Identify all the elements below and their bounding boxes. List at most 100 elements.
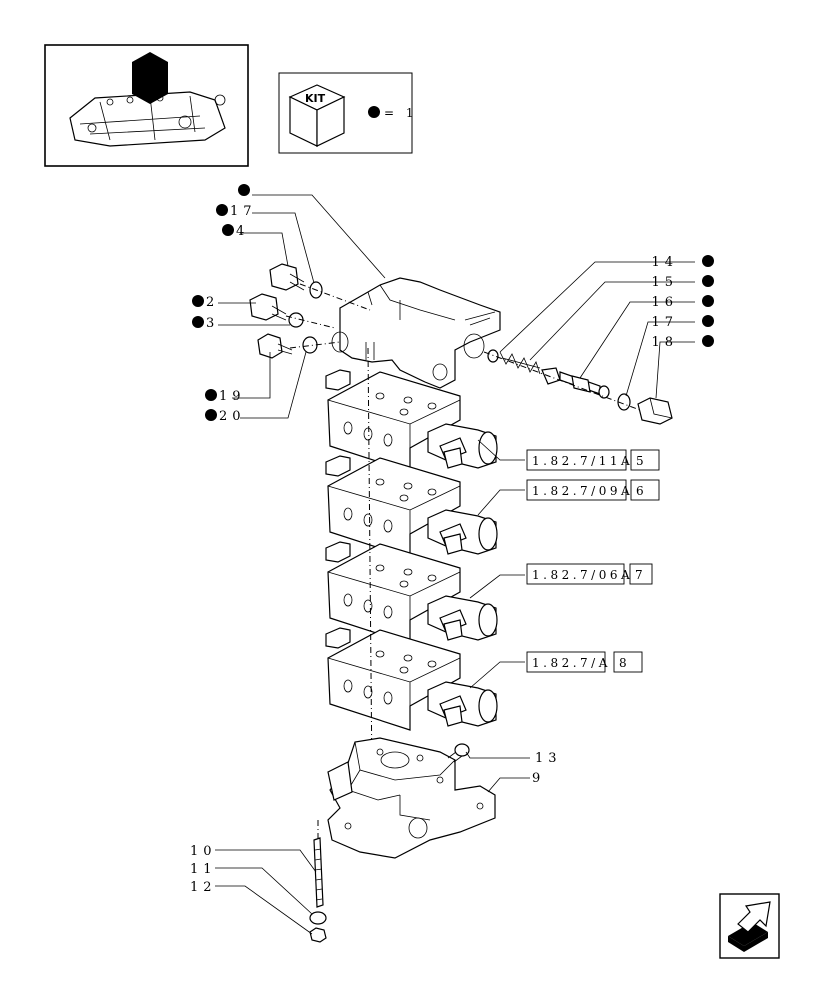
callout-17b: 17 bbox=[651, 315, 678, 330]
callout-2: 2 bbox=[206, 295, 219, 310]
valve-section-detail bbox=[403, 654, 413, 662]
valve-section-detail bbox=[427, 488, 437, 496]
valve-section-detail bbox=[375, 478, 385, 486]
ref-num: 8 bbox=[619, 656, 630, 670]
piston-16 bbox=[541, 367, 610, 399]
kit-bullet-icon bbox=[192, 295, 204, 307]
kit-cube-icon bbox=[288, 84, 346, 147]
end-cover-9 bbox=[327, 737, 496, 859]
washer-20 bbox=[302, 336, 318, 354]
valve-section-detail bbox=[363, 599, 373, 613]
tie-rod-10 bbox=[313, 837, 324, 908]
kit-bullet-icon bbox=[702, 315, 714, 327]
valve-section-detail bbox=[478, 517, 498, 551]
callout-16: 16 bbox=[651, 295, 678, 310]
valve-section-7 bbox=[325, 541, 498, 645]
valve-section-detail bbox=[325, 541, 351, 563]
kit-legend-text: = 1 bbox=[384, 106, 418, 120]
nut-12 bbox=[309, 927, 327, 943]
callout-3: 3 bbox=[206, 316, 219, 331]
plug-18 bbox=[637, 397, 673, 425]
valve-section-detail bbox=[403, 568, 413, 576]
washer-11 bbox=[309, 911, 327, 925]
ref-code: 1.82.7/A bbox=[532, 656, 611, 670]
valve-section-detail bbox=[327, 485, 461, 534]
valve-section-5 bbox=[325, 369, 498, 473]
valve-section-detail bbox=[427, 574, 437, 582]
valve-section-detail bbox=[403, 482, 413, 490]
valve-section-detail bbox=[383, 519, 393, 533]
ref-num: 5 bbox=[636, 454, 647, 468]
kit-bullet-icon bbox=[238, 184, 250, 196]
kit-bullet-icon bbox=[702, 295, 714, 307]
kit-bullet-icon bbox=[205, 409, 217, 421]
kit-bullet-icon bbox=[216, 204, 228, 216]
valve-section-detail bbox=[383, 433, 393, 447]
callout-4: 4 bbox=[236, 224, 249, 239]
callout-18: 18 bbox=[651, 335, 678, 350]
plug-screw-2 bbox=[249, 293, 287, 321]
valve-section-detail bbox=[343, 593, 353, 607]
callout-12: 12 bbox=[190, 880, 217, 895]
ref-link-6[interactable]: 1.82.7/09A 6 bbox=[526, 479, 660, 501]
valve-top-body bbox=[331, 277, 501, 389]
valve-section-detail bbox=[375, 650, 385, 658]
valve-section-detail bbox=[343, 507, 353, 521]
tractor-hitch-thumbnail-icon bbox=[69, 52, 226, 147]
ref-code: 1.82.7/06A bbox=[532, 568, 633, 582]
valve-section-detail bbox=[399, 408, 409, 416]
valve-section-detail bbox=[443, 533, 463, 555]
ref-num: 6 bbox=[636, 484, 647, 498]
valve-section-detail bbox=[363, 685, 373, 699]
ref-link-5[interactable]: 1.82.7/11A 5 bbox=[526, 449, 660, 471]
kit-bullet-icon bbox=[222, 224, 234, 236]
kit-bullet-icon bbox=[205, 389, 217, 401]
callout-14: 14 bbox=[651, 255, 678, 270]
valve-section-detail bbox=[399, 666, 409, 674]
valve-section-detail bbox=[478, 431, 498, 465]
valve-section-detail bbox=[427, 402, 437, 410]
valve-section-detail bbox=[327, 399, 461, 448]
ref-link-7[interactable]: 1.82.7/06A 7 bbox=[526, 563, 653, 585]
plug-screw-4 bbox=[269, 263, 305, 291]
callout-13: 13 bbox=[535, 751, 562, 766]
valve-section-detail bbox=[443, 705, 463, 727]
valve-section-detail bbox=[325, 455, 351, 477]
valve-section-detail bbox=[343, 679, 353, 693]
kit-bullet-icon bbox=[702, 335, 714, 347]
valve-section-detail bbox=[399, 580, 409, 588]
valve-sections bbox=[325, 369, 498, 731]
valve-section-8 bbox=[325, 627, 498, 731]
valve-section-detail bbox=[443, 447, 463, 469]
spring-15 bbox=[499, 351, 541, 375]
thumbnail-box[interactable] bbox=[44, 44, 249, 167]
callout-9: 9 bbox=[532, 771, 545, 786]
valve-section-6 bbox=[325, 455, 498, 559]
leader-lines bbox=[215, 194, 695, 935]
valve-section-detail bbox=[375, 392, 385, 400]
kit-bullet-icon bbox=[192, 316, 204, 328]
kit-legend-box: KIT = 1 bbox=[278, 72, 418, 154]
valve-section-detail bbox=[375, 564, 385, 572]
valve-section-detail bbox=[325, 369, 351, 391]
valve-section-detail bbox=[443, 619, 463, 641]
kit-bullet-icon bbox=[702, 275, 714, 287]
callout-17: 17 bbox=[230, 204, 257, 219]
ring-14 bbox=[487, 349, 499, 363]
plug-19 bbox=[257, 333, 293, 359]
next-page-arrow-icon[interactable] bbox=[719, 893, 780, 959]
callout-11: 11 bbox=[190, 862, 217, 877]
callout-20: 20 bbox=[219, 409, 246, 424]
valve-section-detail bbox=[478, 603, 498, 637]
valve-section-detail bbox=[383, 605, 393, 619]
valve-section-detail bbox=[427, 660, 437, 668]
valve-section-detail bbox=[403, 396, 413, 404]
ref-code: 1.82.7/11A bbox=[532, 454, 633, 468]
valve-section-detail bbox=[325, 627, 351, 649]
valve-section-detail bbox=[478, 689, 498, 723]
ref-code: 1.82.7/09A bbox=[532, 484, 633, 498]
valve-section-detail bbox=[327, 571, 461, 620]
callout-19: 19 bbox=[219, 389, 246, 404]
ref-link-8[interactable]: 1.82.7/A 8 bbox=[526, 651, 643, 673]
